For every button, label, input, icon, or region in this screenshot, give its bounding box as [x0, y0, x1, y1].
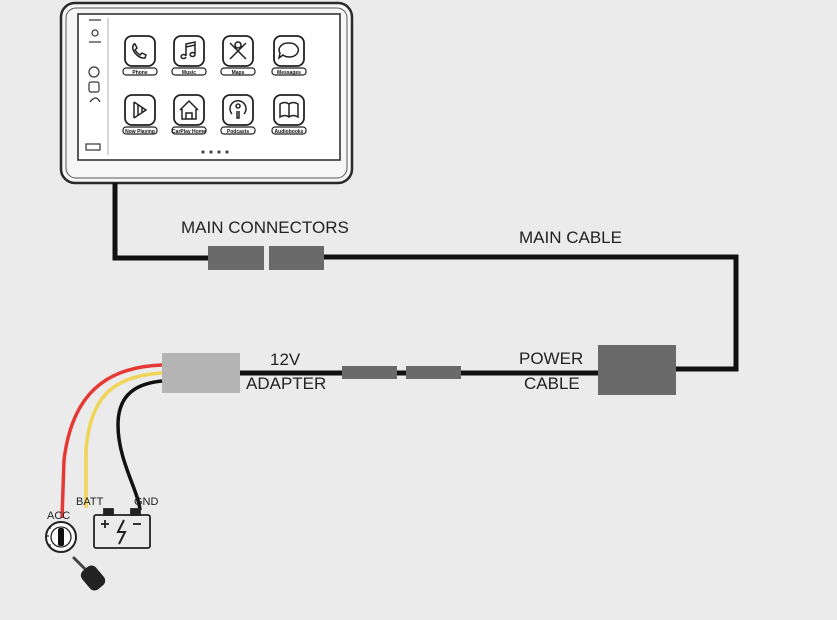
podcasts-icon [229, 99, 247, 119]
now-playing-icon [133, 101, 148, 119]
adapter-label-line2: ADAPTER [246, 374, 326, 393]
app-music[interactable]: Music [171, 35, 207, 76]
power-cable-label-line2: CABLE [524, 374, 580, 393]
music-icon [180, 41, 196, 60]
gnd-wire [116, 379, 163, 511]
app-audiobooks[interactable]: Audiobooks [271, 94, 307, 135]
batt-wire [84, 371, 163, 508]
app-label: Audiobooks [275, 129, 304, 135]
power-connector-left [342, 366, 397, 379]
app-phone[interactable]: Phone [122, 35, 158, 76]
phone-icon [131, 43, 147, 59]
main-cable [324, 254, 739, 372]
app-label: Podcasts [227, 129, 249, 135]
app-messages[interactable]: Messages [271, 35, 307, 76]
gnd-label: GND [134, 496, 159, 508]
app-label: Music [182, 70, 196, 76]
status-bar [85, 19, 101, 151]
app-label: Phone [132, 70, 147, 76]
adapter-label-line1: 12V [270, 350, 301, 369]
batt-label: BATT [76, 496, 104, 508]
battery-icon [93, 508, 151, 549]
audiobooks-icon [279, 101, 299, 119]
app-label: Messages [277, 70, 301, 76]
power-connector-right [406, 366, 461, 379]
app-podcasts[interactable]: Podcasts [220, 94, 256, 135]
car-key-icon [72, 556, 106, 591]
ignition-switch-icon [45, 521, 77, 553]
app-maps[interactable]: Maps [220, 35, 256, 76]
main-connector-right [269, 246, 324, 270]
messages-icon [277, 42, 300, 60]
app-label: Now Playing [125, 129, 155, 135]
acc-label: ACC [47, 510, 70, 522]
carplay-home-icon [179, 99, 199, 120]
power-cable-box [598, 345, 676, 395]
main-connector-left [208, 246, 264, 270]
app-label: Maps [232, 70, 245, 76]
page-dots [201, 150, 229, 154]
app-carplay-home[interactable]: CarPlay Home [171, 94, 207, 135]
power-cable-label-line1: POWER [519, 349, 583, 368]
main-cable-label: MAIN CABLE [519, 228, 622, 247]
app-now-playing[interactable]: Now Playing [122, 94, 158, 135]
main-connectors-label: MAIN CONNECTORS [181, 218, 349, 237]
acc-wire [60, 363, 163, 519]
app-label: CarPlay Home [172, 129, 206, 135]
main-cable-drop [112, 183, 210, 261]
adapter-box [162, 353, 240, 393]
maps-icon [229, 41, 247, 60]
